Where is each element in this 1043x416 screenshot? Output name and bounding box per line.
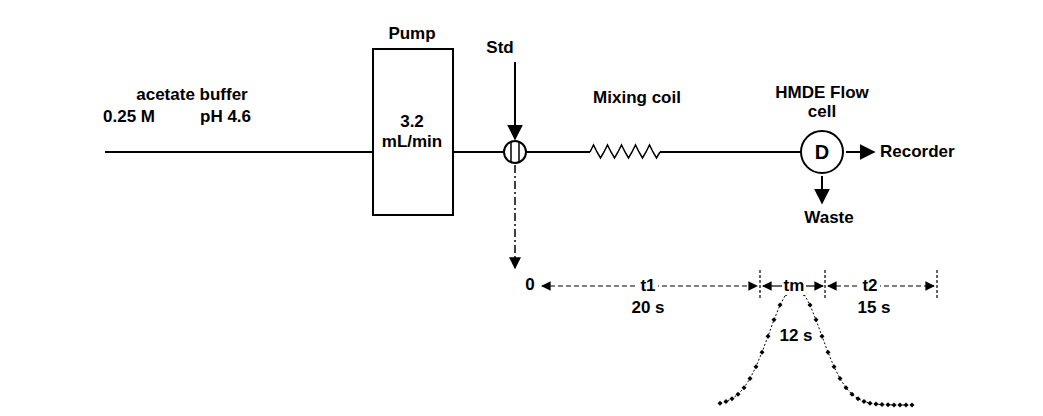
time-tick bbox=[824, 270, 825, 300]
diagram-label: 15 s bbox=[857, 299, 890, 318]
coil-ground bbox=[590, 143, 660, 161]
data-point bbox=[862, 399, 867, 404]
diagram-label: 0 bbox=[525, 276, 534, 295]
node-body: D bbox=[815, 141, 829, 164]
data-point bbox=[748, 376, 753, 381]
node-heading: HMDE Flow cell bbox=[767, 83, 877, 122]
diagram-label: Recorder bbox=[880, 143, 955, 162]
injection-marker bbox=[514, 165, 516, 268]
data-point bbox=[892, 402, 897, 407]
data-point bbox=[766, 334, 771, 339]
data-point bbox=[778, 303, 783, 308]
data-point bbox=[850, 392, 855, 397]
data-point bbox=[736, 392, 741, 397]
recorder-arrow bbox=[846, 151, 874, 153]
node-body: 3.2 mL/min bbox=[376, 112, 448, 151]
diagram-label: Mixing coil bbox=[593, 89, 681, 108]
inlet-line bbox=[105, 151, 372, 153]
t2-span bbox=[828, 285, 934, 286]
data-point bbox=[772, 317, 777, 322]
mixing-coil bbox=[590, 145, 660, 158]
diagram-label: 0.25 M bbox=[103, 108, 155, 127]
detector-cell: HMDE Flow cellD bbox=[800, 130, 844, 174]
data-point bbox=[814, 317, 819, 322]
data-point bbox=[844, 385, 849, 390]
diagram-label: acetate buffer bbox=[136, 86, 247, 105]
time-tick bbox=[936, 270, 937, 300]
node-heading: Pump bbox=[352, 24, 472, 44]
diagram-label: Waste bbox=[804, 209, 853, 228]
data-point bbox=[856, 396, 861, 401]
peak-markers bbox=[718, 285, 915, 407]
valve-slot bbox=[518, 142, 520, 162]
time-tick bbox=[759, 270, 760, 300]
data-point bbox=[826, 350, 831, 355]
data-point bbox=[898, 402, 903, 407]
injection-valve bbox=[504, 141, 526, 163]
diagram-label: tm bbox=[782, 277, 807, 296]
data-point bbox=[754, 364, 759, 369]
data-point bbox=[874, 402, 879, 407]
data-point bbox=[730, 396, 735, 401]
diagram-label: Std bbox=[486, 39, 513, 58]
pump-box: Pump3.2 mL/min bbox=[372, 48, 454, 216]
diagram-label: t2 bbox=[860, 277, 879, 296]
diagram-label: 20 s bbox=[631, 299, 664, 318]
peak-signal bbox=[720, 288, 912, 405]
data-point bbox=[838, 376, 843, 381]
data-point bbox=[724, 399, 729, 404]
data-point bbox=[808, 303, 813, 308]
data-point bbox=[910, 402, 915, 407]
data-point bbox=[886, 402, 891, 407]
data-point bbox=[904, 402, 909, 407]
valve-slot bbox=[510, 142, 512, 162]
data-point bbox=[718, 401, 723, 406]
data-point bbox=[760, 350, 765, 355]
std-arrow bbox=[514, 62, 516, 139]
data-point bbox=[880, 402, 885, 407]
diagram-label: pH 4.6 bbox=[200, 108, 251, 127]
diagram-label: t1 bbox=[638, 277, 657, 296]
data-point bbox=[868, 401, 873, 406]
diagram-label: 12 s bbox=[779, 327, 812, 346]
data-point bbox=[820, 334, 825, 339]
data-point bbox=[742, 385, 747, 390]
waste-arrow bbox=[821, 176, 823, 203]
data-point bbox=[832, 364, 837, 369]
